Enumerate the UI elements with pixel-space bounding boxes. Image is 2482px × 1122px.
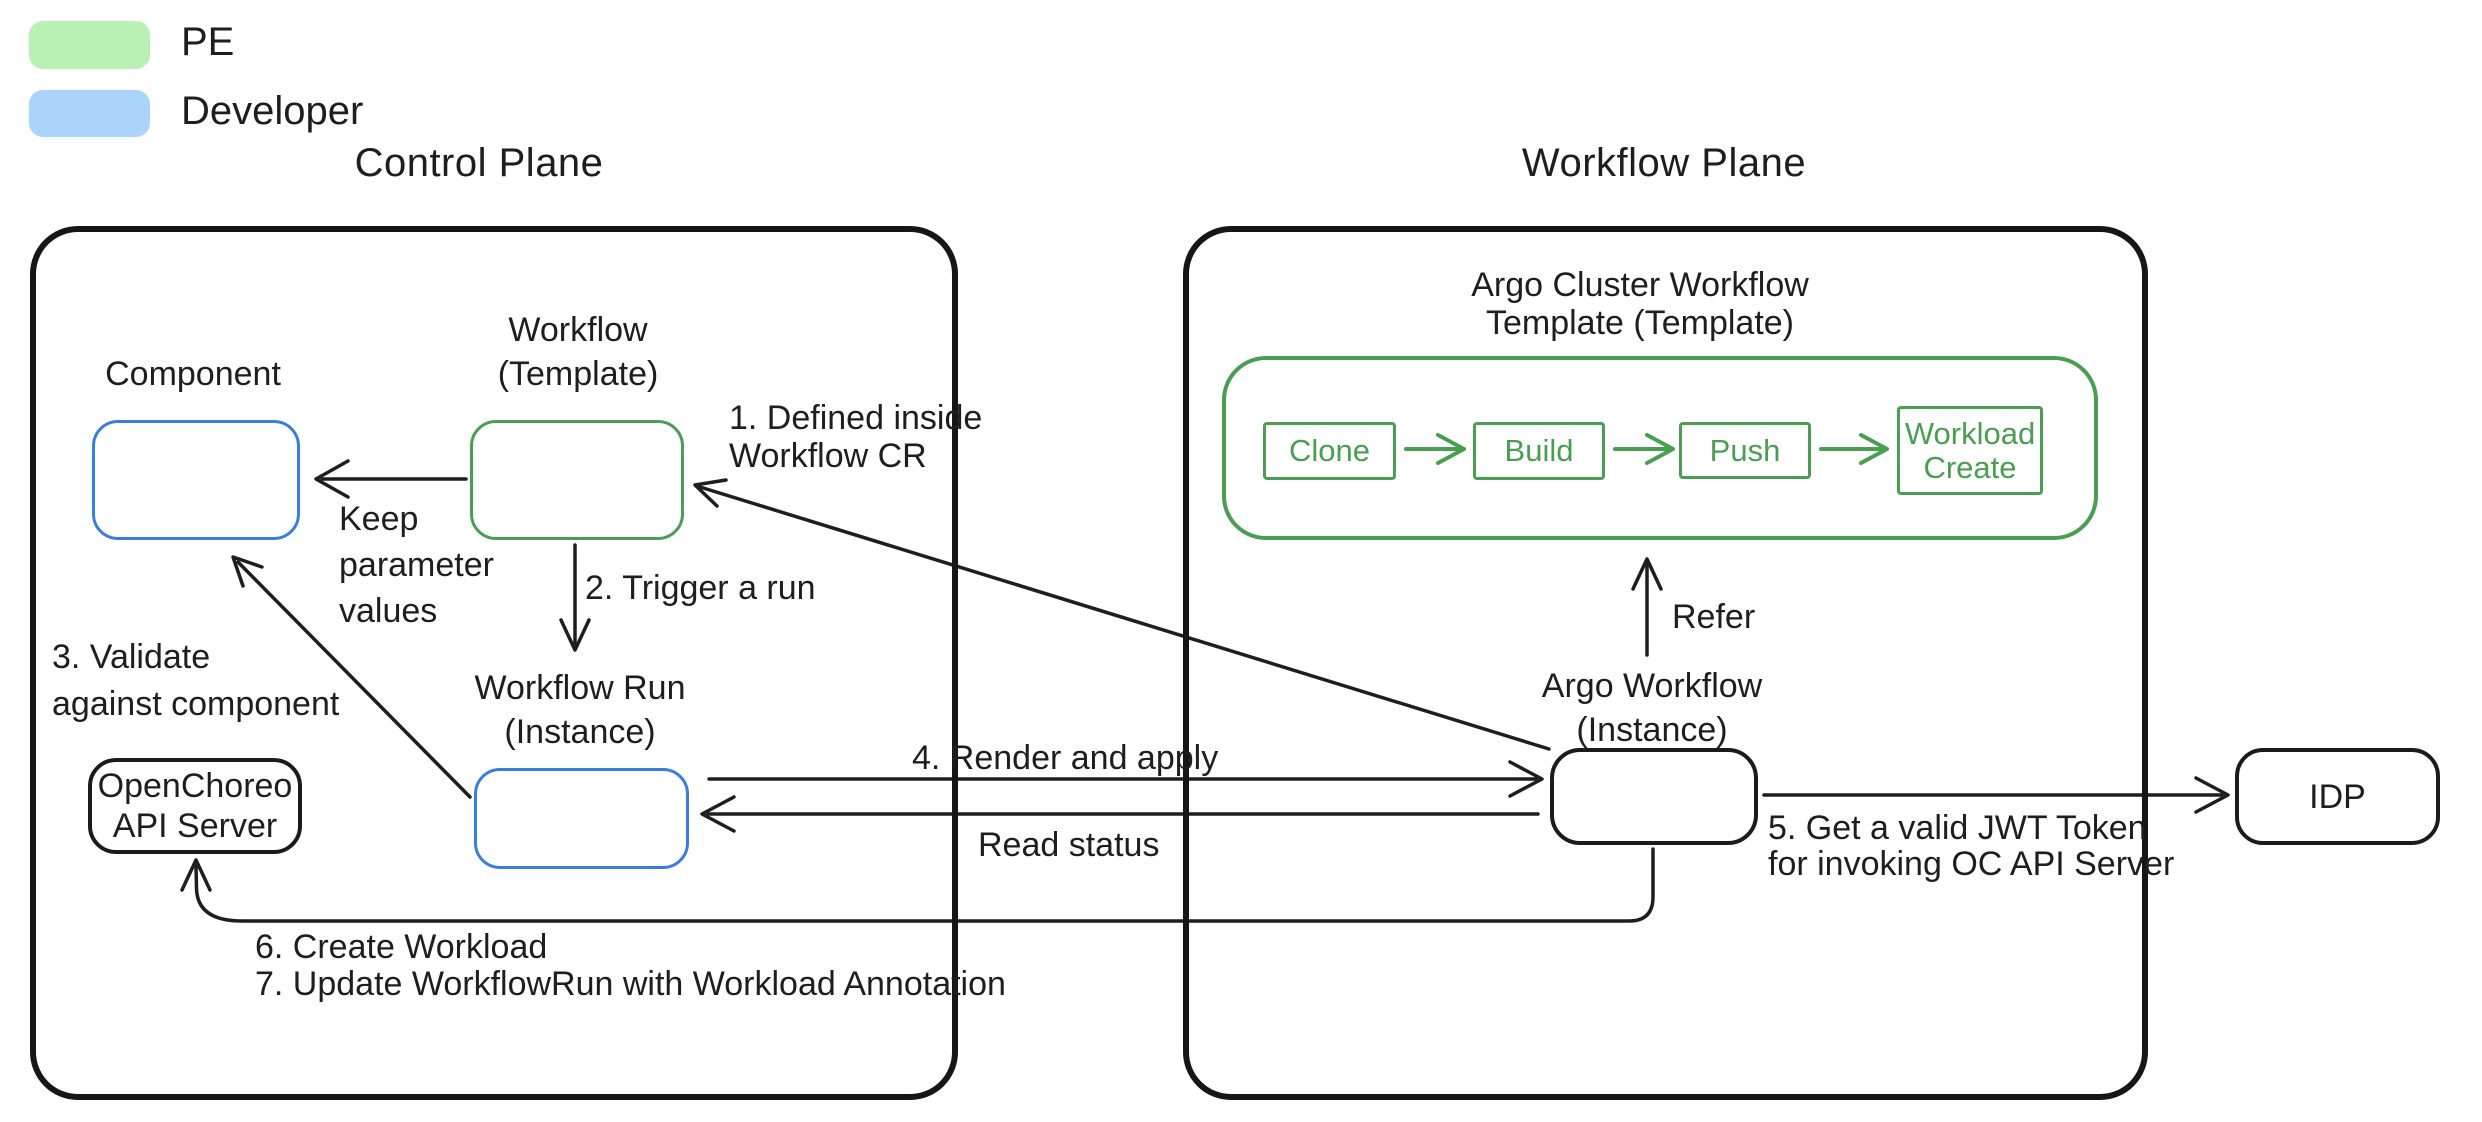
arrow-validate — [231, 555, 472, 799]
arrow-refer — [1631, 557, 1663, 657]
arrow-read-status — [700, 795, 1540, 833]
arrow-keep-parameter-values — [314, 459, 468, 499]
arrow-create-workload-return — [180, 847, 1655, 923]
arrow-clone-to-build — [1404, 433, 1466, 465]
arrow-trigger-run — [559, 543, 591, 652]
arrow-get-jwt — [1762, 776, 2230, 814]
arrow-defined-inside — [693, 478, 1551, 751]
arrow-render-apply — [707, 760, 1544, 798]
arrow-push-to-workload-create — [1819, 433, 1889, 465]
arrow-build-to-push — [1613, 433, 1675, 465]
